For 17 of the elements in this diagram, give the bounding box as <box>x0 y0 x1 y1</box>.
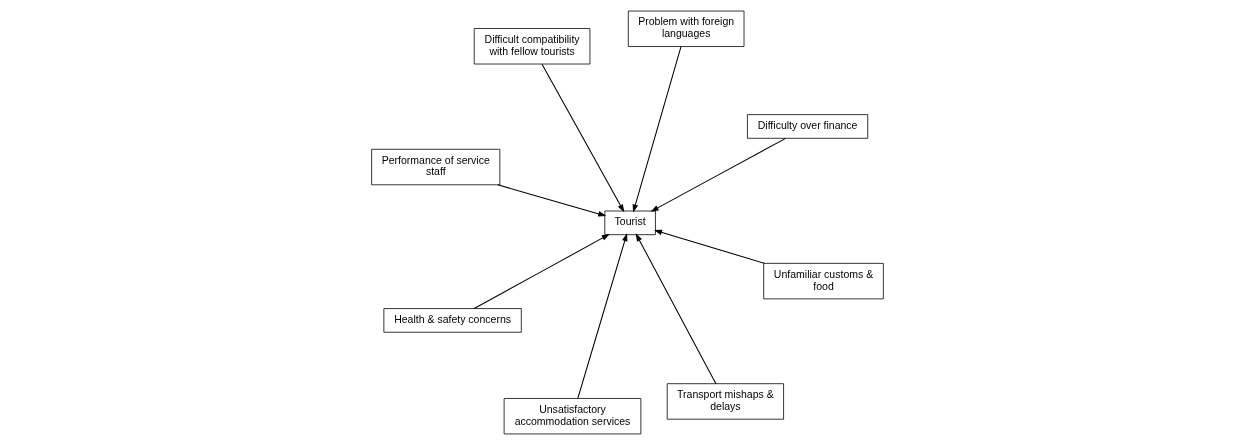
node-box: Transport mishaps & delays <box>666 383 784 420</box>
arrow <box>653 229 765 264</box>
arrow <box>473 234 610 310</box>
node-box: Performance of service staff <box>370 148 500 186</box>
arrow <box>541 63 624 213</box>
node-box: Unsatisfactory accommodation services <box>503 398 641 435</box>
node-box: Unfamiliar customs & food <box>762 262 884 300</box>
arrow <box>576 233 627 399</box>
arrow <box>635 233 716 385</box>
node-box: Health & safety concerns <box>382 308 522 333</box>
node-box: Tourist <box>603 210 656 236</box>
node-box: Difficult compatibility with fellow tourists <box>473 28 590 65</box>
node-box: Problem with foreign languages <box>627 10 744 47</box>
arrow <box>650 137 786 212</box>
node-box: Difficulty over finance <box>746 114 868 139</box>
arrow <box>496 184 606 217</box>
arrow <box>632 46 682 213</box>
